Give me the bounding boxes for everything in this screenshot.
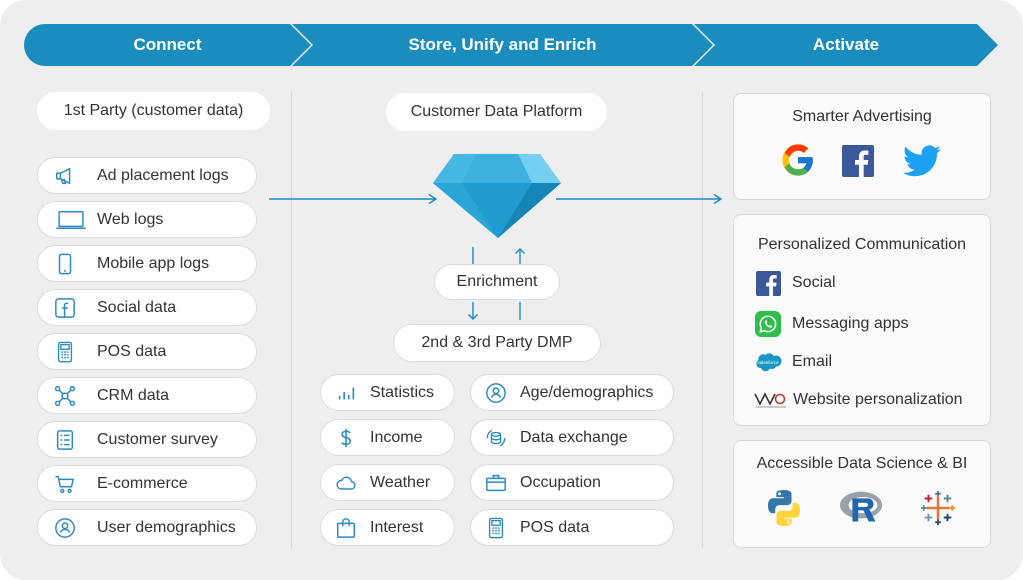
first-party-title-label: 1st Party (customer data) bbox=[63, 102, 244, 119]
arrow-cdp-to-activate bbox=[556, 193, 723, 205]
facebook-logo-icon bbox=[841, 144, 875, 178]
dmp-item-age-demographics: Age/demographics bbox=[470, 374, 674, 411]
source-item-label: Web logs bbox=[97, 210, 164, 228]
source-item-label: Customer survey bbox=[97, 430, 218, 448]
source-item-crm-data: CRM data bbox=[37, 377, 257, 414]
user-location-icon bbox=[54, 517, 76, 539]
dmp-item-interest: Interest bbox=[320, 509, 455, 546]
channel-social: Social bbox=[754, 269, 836, 297]
cloud-icon bbox=[335, 472, 357, 494]
dmp-item-income: Income bbox=[320, 419, 455, 456]
laptop-icon bbox=[54, 209, 88, 231]
source-item-label: Ad placement logs bbox=[97, 166, 229, 184]
dmp-item-data-exchange: Data exchange bbox=[470, 419, 674, 456]
arrows-cdp-enrichment bbox=[472, 247, 525, 266]
vwo-logo-icon bbox=[754, 386, 788, 414]
source-item-user-demographics: User demographics bbox=[37, 509, 257, 546]
channel-label: Website personalization bbox=[793, 391, 963, 408]
source-item-label: User demographics bbox=[97, 518, 236, 536]
enrichment-label: Enrichment bbox=[456, 273, 538, 290]
enrichment-node: Enrichment bbox=[434, 264, 560, 300]
megaphone-icon bbox=[54, 165, 76, 187]
r-logo-icon bbox=[837, 487, 887, 529]
source-item-ad-placement-logs: Ad placement logs bbox=[37, 157, 257, 194]
cdp-title-label: Customer Data Platform bbox=[410, 103, 583, 120]
source-item-label: Mobile app logs bbox=[97, 254, 210, 272]
twitter-logo-icon bbox=[902, 144, 942, 178]
facebook-icon bbox=[54, 297, 76, 319]
source-item-social-data: Social data bbox=[37, 289, 257, 326]
pos-terminal-icon bbox=[485, 517, 507, 539]
dmp-item-label: Occupation bbox=[520, 473, 601, 491]
step-activate-label: Activate bbox=[812, 35, 880, 54]
column-divider-left bbox=[291, 92, 292, 548]
arrows-enrichment-dmp bbox=[468, 302, 521, 320]
diamond-icon bbox=[433, 154, 561, 238]
dmp-item-label: Income bbox=[370, 428, 423, 446]
cdp-title: Customer Data Platform bbox=[386, 93, 607, 131]
tableau-logo-icon bbox=[917, 487, 959, 529]
card-personalized-communication: Personalized Communication Social Messag… bbox=[733, 214, 991, 426]
source-item-pos-data: POS data bbox=[37, 333, 257, 370]
user-location-icon bbox=[485, 382, 507, 404]
source-item-label: Social data bbox=[97, 298, 177, 316]
dmp-item-statistics: Statistics bbox=[320, 374, 455, 411]
facebook-icon bbox=[754, 269, 782, 297]
source-item-e-commerce: E-commerce bbox=[37, 465, 257, 502]
dmp-item-label: Statistics bbox=[370, 383, 435, 401]
channel-label: Social bbox=[792, 274, 836, 291]
source-item-label: E-commerce bbox=[97, 474, 188, 492]
google-logo-icon bbox=[780, 142, 816, 178]
step-connect-label: Connect bbox=[133, 35, 202, 54]
channel-label: Messaging apps bbox=[792, 315, 909, 332]
channel-email: salesforce Email bbox=[754, 348, 832, 376]
source-item-customer-survey: Customer survey bbox=[37, 421, 257, 458]
dmp-item-pos-data: POS data bbox=[470, 509, 674, 546]
database-exchange-icon bbox=[485, 427, 507, 449]
channel-website-personalization: Website personalization bbox=[754, 386, 963, 414]
network-nodes-icon bbox=[54, 385, 76, 407]
source-item-mobile-app-logs: Mobile app logs bbox=[37, 245, 257, 282]
dmp-item-occupation: Occupation bbox=[470, 464, 674, 501]
card-title: Smarter Advertising bbox=[792, 108, 932, 125]
bar-chart-icon bbox=[335, 382, 357, 404]
source-item-label: POS data bbox=[97, 342, 167, 360]
dmp-item-label: Data exchange bbox=[520, 428, 628, 446]
pos-terminal-icon bbox=[54, 341, 76, 363]
shopping-cart-icon bbox=[54, 473, 76, 495]
briefcase-icon bbox=[485, 472, 507, 494]
salesforce-icon: salesforce bbox=[754, 348, 782, 376]
dmp-item-label: Interest bbox=[370, 518, 424, 536]
whatsapp-icon bbox=[754, 310, 782, 338]
channel-messaging-apps: Messaging apps bbox=[754, 310, 909, 338]
svg-text:salesforce: salesforce bbox=[757, 360, 779, 365]
arrow-connect-to-cdp bbox=[269, 193, 438, 205]
mobile-phone-icon bbox=[54, 253, 76, 275]
step-store-unify-enrich: Store, Unify and Enrich bbox=[292, 24, 713, 66]
shopping-bag-icon bbox=[335, 517, 357, 539]
dmp-item-label: POS data bbox=[520, 518, 590, 536]
column-divider-right bbox=[702, 92, 703, 548]
card-title: Personalized Communication bbox=[757, 236, 967, 253]
dollar-icon bbox=[335, 427, 357, 449]
step-store-label: Store, Unify and Enrich bbox=[408, 35, 597, 54]
python-logo-icon bbox=[763, 487, 805, 529]
step-activate: Activate bbox=[694, 24, 998, 66]
source-item-label: CRM data bbox=[97, 386, 170, 404]
dmp-node: 2nd & 3rd Party DMP bbox=[393, 324, 601, 362]
dmp-item-label: Weather bbox=[370, 473, 431, 491]
dmp-item-label: Age/demographics bbox=[520, 383, 654, 401]
dmp-item-weather: Weather bbox=[320, 464, 455, 501]
card-title: Accessible Data Science & BI bbox=[756, 455, 968, 472]
first-party-title: 1st Party (customer data) bbox=[37, 92, 270, 130]
card-data-science-bi: Accessible Data Science & BI bbox=[733, 440, 991, 548]
channel-label: Email bbox=[792, 353, 833, 370]
step-connect: Connect bbox=[24, 24, 311, 66]
source-item-web-logs: Web logs bbox=[37, 201, 257, 238]
dmp-label: 2nd & 3rd Party DMP bbox=[421, 334, 573, 351]
card-smarter-advertising: Smarter Advertising bbox=[733, 93, 991, 200]
survey-checklist-icon bbox=[54, 429, 76, 451]
